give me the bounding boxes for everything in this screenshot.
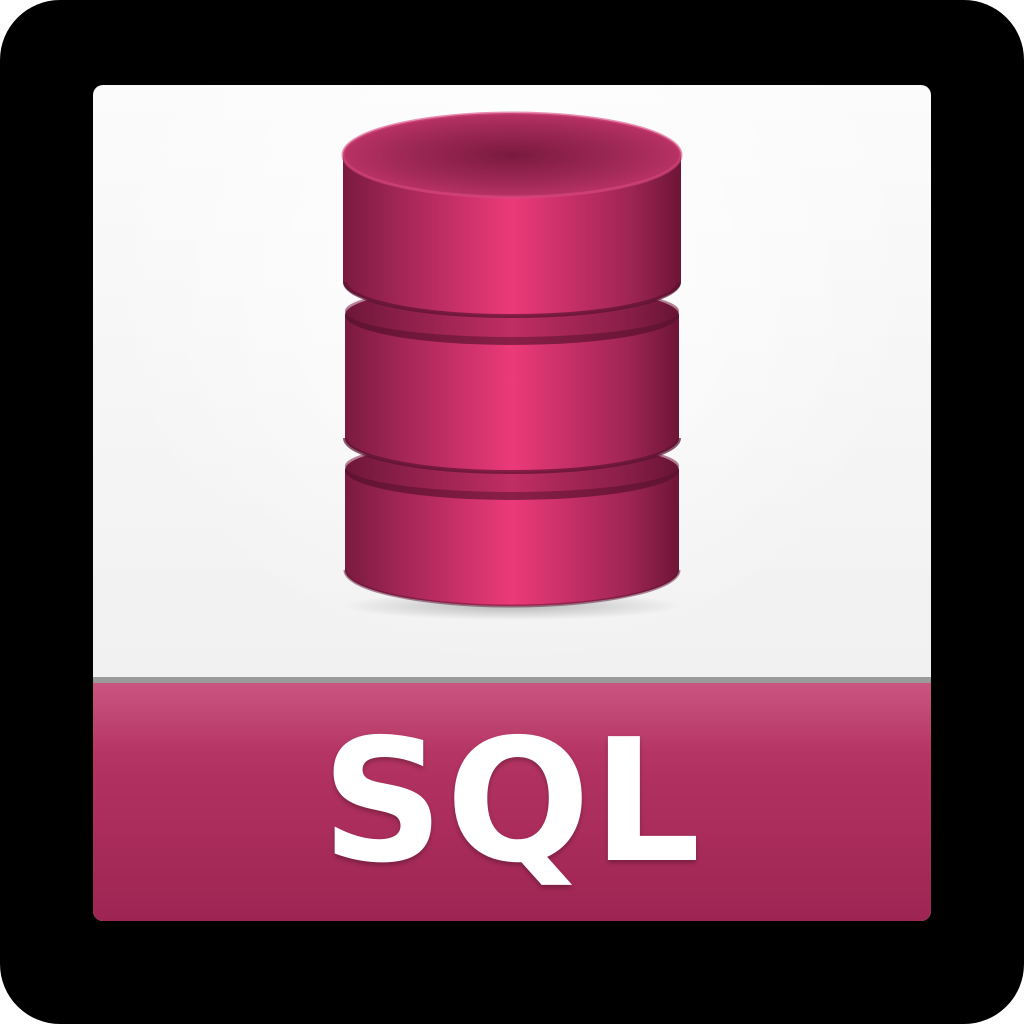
database-icon (341, 111, 683, 620)
file-card: SQL (93, 85, 931, 921)
label-band: SQL (93, 677, 931, 921)
file-type-label: SQL (321, 703, 703, 901)
band-highlight (93, 683, 931, 753)
